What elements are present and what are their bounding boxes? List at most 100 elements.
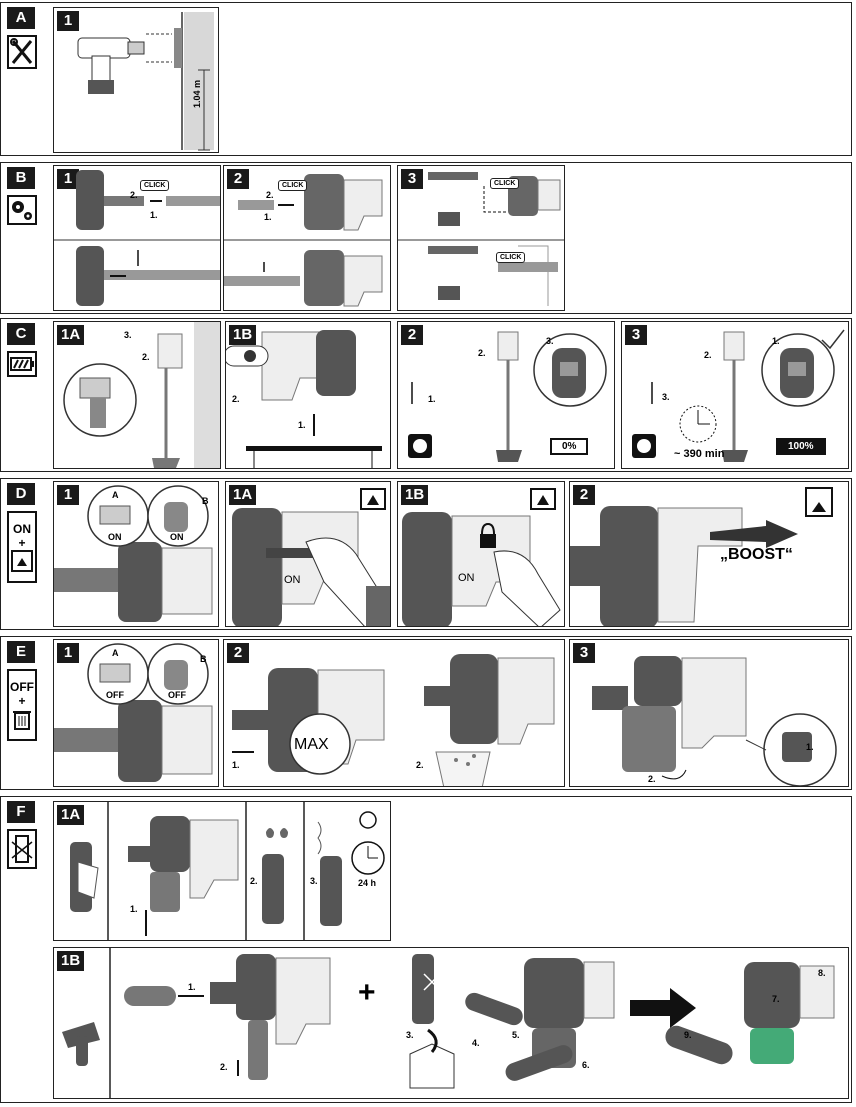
step-number: 2 (227, 643, 249, 663)
click-label: CLICK (496, 252, 526, 263)
brush-roll-cleaning-illustration (62, 948, 835, 1098)
step-b3-panel: 3 CLICK CLICK (397, 165, 565, 311)
battery-level-empty: 0% (550, 438, 589, 455)
section-letter: F (7, 801, 35, 823)
charge-time-label: ~ 390 min (674, 448, 725, 460)
section-letter: D (7, 483, 35, 505)
step-label: 2. (250, 876, 258, 886)
icon-text-off: OFF (10, 680, 34, 694)
power-level-icon (530, 488, 556, 510)
label-a: A (112, 648, 119, 658)
label-on: ON (170, 532, 184, 542)
step-label: 2. (648, 774, 656, 784)
attach-handheld-illustration (224, 174, 390, 307)
step-number: 1A (229, 485, 257, 505)
icon-text-plus: + (18, 536, 26, 550)
attach-tube-illustration (54, 170, 220, 306)
power-level-icon (360, 488, 386, 510)
step-c1b-panel: 1B 2. 1. (225, 321, 391, 469)
label-on: ON (458, 572, 475, 584)
section-e: E OFF + 1 A B OFF OFF 2 (0, 636, 852, 790)
step-f1a-panel: 1A 1. 2. 3. 24 h (53, 801, 391, 941)
step-number: 3 (573, 643, 595, 663)
label-on: ON (108, 532, 122, 542)
step-d2-panel: 2 „BOOST“ (569, 481, 849, 627)
step-label: 1. (264, 212, 272, 222)
step-number: 1A (57, 805, 85, 825)
step-label: 3. (310, 876, 318, 886)
section-letter: B (7, 167, 35, 189)
tools-icon (7, 35, 37, 69)
filter-maintenance-icon (7, 829, 37, 869)
step-e3-panel: 3 1. 2. (569, 639, 849, 787)
remove-dust-container-illustration (592, 656, 837, 786)
filter-wash-illustration (70, 802, 385, 940)
step-c2-panel: 2 1. 2. 3. 0% (397, 321, 615, 469)
battery-icon (7, 351, 37, 377)
section-b: B 1 CLICK 2. 1. 2 (0, 162, 852, 314)
wall-charging-illustration (63, 322, 220, 468)
step-label: 1. (772, 336, 780, 346)
boost-mode-illustration (570, 487, 833, 626)
step-d1a-panel: 1A ON (225, 481, 391, 627)
trigger-press-illustration (232, 508, 390, 626)
step-label: 2. (232, 394, 240, 404)
label-b: B (200, 654, 207, 664)
switch-off-illustration (54, 643, 213, 782)
step-number: 2 (401, 325, 423, 345)
step-label: 9. (684, 1030, 692, 1040)
label-off: OFF (168, 690, 186, 700)
step-label: 1. (188, 982, 196, 992)
step-label: 2. (478, 348, 486, 358)
step-d1-panel: 1 A B ON ON (53, 481, 219, 627)
step-label: 1. (130, 904, 138, 914)
step-label: 3. (546, 336, 554, 346)
step-number: 1 (57, 485, 79, 505)
step-label: 4. (472, 1038, 480, 1048)
battery-level-full: 100% (776, 438, 826, 455)
step-label: 2. (220, 1062, 228, 1072)
max-fill-label: MAX (294, 736, 329, 753)
step-number: 1 (57, 169, 79, 189)
section-letter: C (7, 323, 35, 345)
step-b1-panel: 1 CLICK 2. 1. (53, 165, 221, 311)
step-label: 2. (704, 350, 712, 360)
step-label: 6. (582, 1060, 590, 1070)
wall-mount-drilling-illustration (77, 12, 214, 151)
step-label: 3. (406, 1030, 414, 1040)
wall-storage-illustration (398, 172, 564, 306)
empty-dust-container-illustration (232, 654, 555, 786)
step-number: 1A (57, 325, 85, 345)
power-level-icon (11, 550, 33, 572)
click-label: CLICK (140, 180, 170, 191)
step-number: 1B (229, 325, 257, 345)
click-label: CLICK (490, 178, 520, 189)
icon-text-plus: + (18, 694, 26, 708)
table-charging-illustration (226, 330, 382, 468)
mount-height-label: 1.04 m (192, 79, 202, 108)
label-a: A (112, 490, 119, 500)
switch-on-illustration (54, 485, 213, 622)
section-c: C 1A 3. 2. 1B 2. 1. 2 (0, 318, 852, 472)
dry-time-label: 24 h (358, 878, 377, 888)
step-label: 1. (428, 394, 436, 404)
step-label: 1. (150, 210, 158, 220)
step-label: 2. (416, 760, 424, 770)
step-label: 8. (818, 968, 826, 978)
step-label: 2. (142, 352, 150, 362)
section-a: A 1 1.04 m (0, 2, 852, 156)
step-number: 1B (401, 485, 429, 505)
label-b: B (202, 496, 209, 506)
step-c1a-panel: 1A 3. 2. (53, 321, 221, 469)
step-label: 1. (232, 760, 240, 770)
section-d: D ON + 1 A B ON ON 1A ON (0, 478, 852, 630)
section-f: F 1A 1. 2. 3. 24 h 1 (0, 796, 852, 1103)
section-letter: E (7, 641, 35, 663)
trash-icon (13, 711, 31, 730)
click-label: CLICK (278, 180, 308, 191)
step-label: 1. (298, 420, 306, 430)
gears-icon (7, 195, 37, 225)
plus-sign: + (358, 976, 376, 1009)
step-label: 5. (512, 1030, 520, 1040)
label-off: OFF (106, 690, 124, 700)
